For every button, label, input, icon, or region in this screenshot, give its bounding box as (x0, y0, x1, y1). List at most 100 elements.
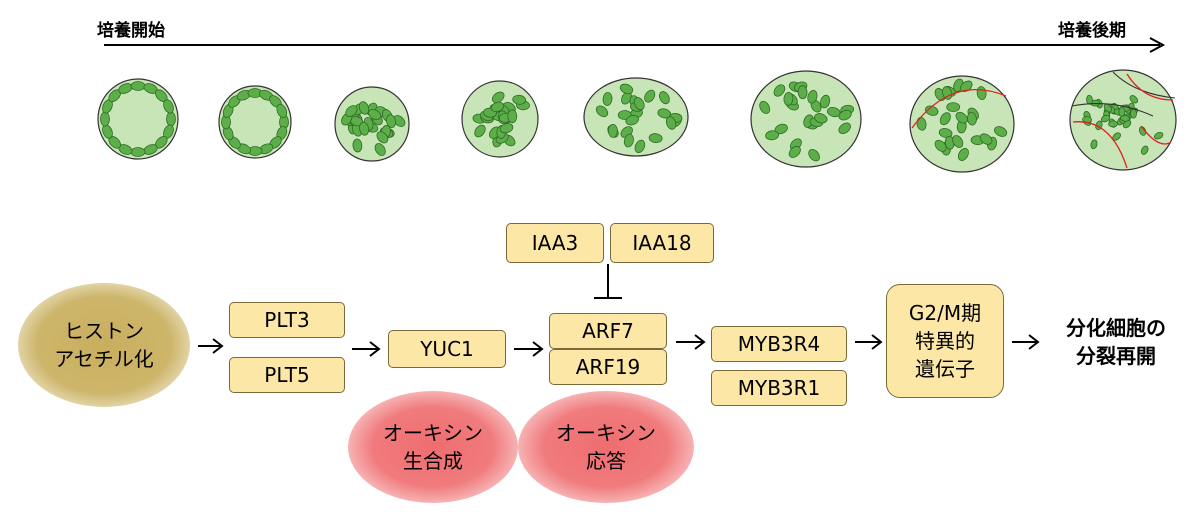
chloroplast (499, 123, 514, 134)
cell-wall-line (1071, 102, 1154, 117)
division-line (1126, 73, 1174, 101)
chloroplast (358, 101, 370, 115)
chloroplast (166, 111, 176, 127)
auxin-response-label-1: オーキシン (556, 421, 656, 445)
chloroplast (130, 147, 146, 157)
division-line (1072, 121, 1128, 169)
chloroplast (658, 91, 670, 105)
chloroplast (1154, 132, 1164, 140)
auxin-synthesis-label-1: オーキシン (383, 421, 483, 445)
chloroplast (374, 143, 386, 156)
chloroplast (352, 138, 363, 153)
result-label-2: 分裂再開 (1076, 344, 1156, 368)
chloroplast (979, 133, 993, 145)
chloroplast (386, 114, 396, 129)
cells-layer (97, 69, 1177, 173)
division-resumption-label: 分化細胞の 分裂再開 (1046, 314, 1186, 370)
yuc1-box: YUC1 (388, 330, 506, 368)
histone-label-2: アセチル化 (54, 347, 154, 371)
chloroplast (957, 148, 969, 161)
iaa18-box: IAA18 (610, 223, 714, 263)
cell-stage-3 (334, 86, 410, 162)
cell-stage-5 (583, 77, 689, 157)
chloroplast (942, 86, 953, 100)
pathway-arrows (198, 264, 1040, 357)
arf19-box: ARF19 (549, 349, 667, 385)
chloroplast (773, 84, 786, 97)
chloroplast (512, 94, 527, 105)
chloroplast (491, 91, 505, 104)
chloroplast (633, 97, 645, 111)
chloroplast (276, 103, 288, 118)
chloroplast (925, 105, 939, 116)
chloroplast (1103, 103, 1112, 113)
cell-stage-8 (1069, 69, 1177, 171)
auxin-synthesis-node: オーキシン 生合成 (348, 391, 518, 503)
chloroplast (1140, 145, 1149, 155)
chloroplast (994, 126, 1008, 137)
chloroplast (946, 102, 961, 112)
chloroplast (934, 139, 947, 152)
chloroplast (783, 92, 794, 106)
chloroplast (602, 92, 613, 106)
chloroplast (1090, 139, 1098, 150)
chloroplast (376, 131, 389, 144)
plt3-box: PLT3 (229, 302, 345, 338)
chloroplast (595, 105, 609, 118)
chloroplast (644, 89, 656, 103)
cell-stage-6 (750, 70, 862, 168)
chloroplast (130, 81, 146, 91)
chloroplast (490, 101, 505, 113)
chloroplast (814, 113, 828, 124)
chloroplast (1130, 108, 1137, 119)
timeline-end-label: 培養後期 (1058, 21, 1126, 41)
histone-label-1: ヒストン (64, 319, 144, 343)
chloroplast (163, 99, 174, 114)
chloroplast (759, 100, 771, 114)
timeline-arrow-head (1149, 37, 1166, 53)
chloroplast (797, 85, 808, 100)
chloroplast (100, 111, 110, 127)
auxin-response-node: オーキシン 応答 (518, 391, 694, 503)
chloroplast (807, 90, 818, 104)
chloroplast (955, 111, 968, 124)
chloroplast (648, 133, 663, 144)
chloroplast (1100, 114, 1111, 123)
chloroplast (345, 105, 358, 117)
chloroplast (838, 109, 852, 121)
cell-stage-2 (218, 85, 292, 159)
chloroplast (474, 124, 486, 138)
auxin-response-label-2: 応答 (586, 449, 626, 473)
chloroplast (938, 128, 953, 138)
chloroplast (393, 115, 406, 127)
iaa3-box: IAA3 (506, 223, 604, 263)
chloroplast (1118, 107, 1126, 117)
arf7-box: ARF7 (549, 313, 667, 349)
chloroplast (619, 83, 634, 95)
histone-acetylation-node: ヒストン アセチル化 (18, 283, 190, 407)
cell-stage-4 (461, 80, 539, 158)
chloroplast (623, 133, 634, 148)
chloroplast (808, 149, 820, 162)
chloroplast (788, 145, 801, 158)
chloroplast (1108, 120, 1118, 128)
cell-stage-7 (909, 75, 1015, 173)
chloroplast (765, 130, 779, 141)
result-label-1: 分化細胞の (1066, 316, 1166, 340)
division-line (1140, 125, 1172, 145)
auxin-synthesis-label-2: 生合成 (403, 449, 463, 473)
g2m-label-3: 遺伝子 (915, 357, 975, 381)
chloroplast (359, 121, 370, 136)
chloroplast (1129, 95, 1139, 104)
chloroplast (507, 109, 518, 124)
chloroplast (665, 116, 677, 130)
plt5-box: PLT5 (229, 357, 345, 393)
chloroplast (1122, 119, 1132, 129)
chloroplast (952, 135, 964, 148)
chloroplast (939, 112, 951, 126)
cell-stage-1 (97, 78, 179, 160)
g2m-label-1: G2/M期 (908, 301, 982, 325)
division-line (911, 89, 1007, 129)
chloroplast (634, 139, 646, 154)
